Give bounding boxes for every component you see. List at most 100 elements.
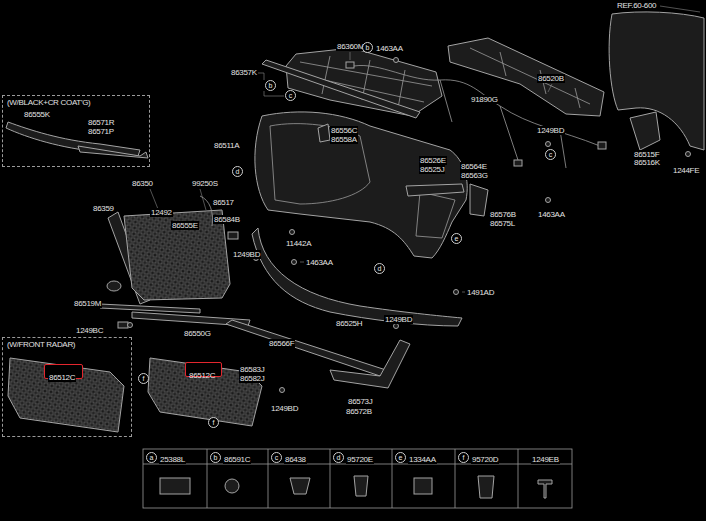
part-number: 1491AD: [466, 288, 495, 297]
part-number: 86519M: [73, 299, 102, 308]
clip-callout: d: [374, 263, 385, 274]
part-number: 86512C: [189, 371, 215, 380]
bracket: [448, 38, 604, 116]
part-number: 86575L: [489, 219, 516, 228]
callout-letter: d: [236, 168, 240, 175]
part-number: 1463AA: [375, 44, 404, 53]
part-number: 1334AA: [408, 455, 437, 464]
part-number: 95720E: [346, 455, 374, 464]
part-number: 86550G: [183, 329, 212, 338]
clip-callout: f: [458, 452, 469, 463]
part-number: 86591C: [223, 455, 251, 464]
part-number: 86555K: [23, 110, 51, 119]
fastener-table: [478, 476, 494, 498]
part-number: 86556C: [330, 126, 358, 135]
bumper-cover: [255, 112, 467, 258]
part-number: 86357K: [230, 68, 258, 77]
part-number: 86438: [284, 455, 307, 464]
bumper-cover: [270, 124, 370, 204]
part-number: 1249BD: [536, 126, 565, 135]
skid-plate: [8, 358, 124, 432]
bolt: [454, 290, 459, 295]
part-number: 11442A: [285, 239, 312, 248]
lower-lip: [226, 228, 462, 388]
part-number: 86564E: [460, 162, 488, 171]
fastener-table: [538, 480, 552, 498]
part-number: 1463AA: [537, 210, 566, 219]
option-heading: (W/FRONT RADAR): [6, 340, 76, 349]
bumper-cover: [318, 124, 330, 142]
part-number: 86512C: [48, 373, 76, 382]
part-number: 1249BC: [75, 326, 104, 335]
bracket: [448, 38, 660, 150]
bumper-cover: [416, 192, 455, 238]
clip-callout: e: [451, 233, 462, 244]
grille: [107, 281, 121, 291]
wiring: [598, 142, 606, 149]
upper-shield: [258, 48, 442, 118]
part-number: 86525J: [419, 165, 445, 174]
side-trim: [406, 184, 488, 216]
lower-strips: [100, 304, 200, 313]
bracket: [630, 112, 660, 150]
bracket: [470, 48, 590, 108]
lower-lip: [226, 320, 386, 376]
lower-lip: [252, 228, 462, 326]
upper-shield: [286, 48, 442, 116]
callout-letter: f: [213, 419, 215, 426]
option-heading: (W/BLACK+CR COAT'G): [6, 98, 91, 107]
part-number: 1463AA: [305, 258, 334, 267]
bolt: [394, 58, 399, 63]
fender: [609, 6, 704, 150]
grille: [228, 232, 238, 239]
bolt: [546, 198, 551, 203]
bolt: [290, 230, 295, 235]
part-number: REF.60-600: [616, 1, 657, 10]
wiring: [514, 160, 522, 166]
bolt: [546, 142, 551, 147]
part-number: 86571R: [87, 118, 115, 127]
callout-letter: d: [337, 454, 341, 461]
fastener-table: [354, 476, 368, 496]
black-strip: [78, 146, 148, 158]
part-number: 1249BD: [384, 315, 413, 324]
fastener-table: [414, 478, 432, 494]
callout-letter: c: [549, 151, 553, 158]
part-number: 86555E: [171, 221, 199, 230]
clip-callout: d: [333, 452, 344, 463]
part-number: 86511A: [213, 141, 240, 150]
part-number: 86571P: [87, 127, 115, 136]
part-number: 86572B: [345, 407, 373, 416]
part-number: 86563G: [460, 171, 489, 180]
option-box: (W/BLACK+CR COAT'G) 86555K 86571R86571P: [2, 95, 150, 167]
bolt: [128, 323, 133, 328]
wiring: [346, 62, 354, 68]
grille: [107, 189, 238, 304]
upper-shield: [262, 60, 420, 118]
fastener-table: [160, 478, 190, 494]
clip-callout: b: [362, 42, 373, 53]
callout-letter: c: [275, 454, 279, 461]
bolt: [292, 260, 297, 265]
clip-callout: b: [210, 452, 221, 463]
option-box: (W/FRONT RADAR) 86512C: [2, 337, 132, 437]
callout-letter: c: [289, 92, 293, 99]
part-number: 86517: [212, 198, 235, 207]
part-number: 99250S: [191, 179, 219, 188]
part-number: 86525H: [335, 319, 363, 328]
part-number: 86350: [131, 179, 154, 188]
upper-shield: [258, 73, 284, 96]
part-number: 86516K: [633, 158, 661, 167]
fastener-table: [225, 479, 239, 493]
clip-callout: c: [285, 90, 296, 101]
part-number: 86526E: [419, 156, 447, 165]
fastener-table: [290, 478, 310, 494]
lower-lip: [330, 340, 410, 388]
part-number: 86558A: [330, 135, 358, 144]
black-strip: [6, 122, 148, 158]
part-number: 86582J: [239, 374, 265, 383]
bolt: [394, 324, 399, 329]
clip-callout: f: [208, 417, 219, 428]
part-number: 86359: [92, 204, 115, 213]
